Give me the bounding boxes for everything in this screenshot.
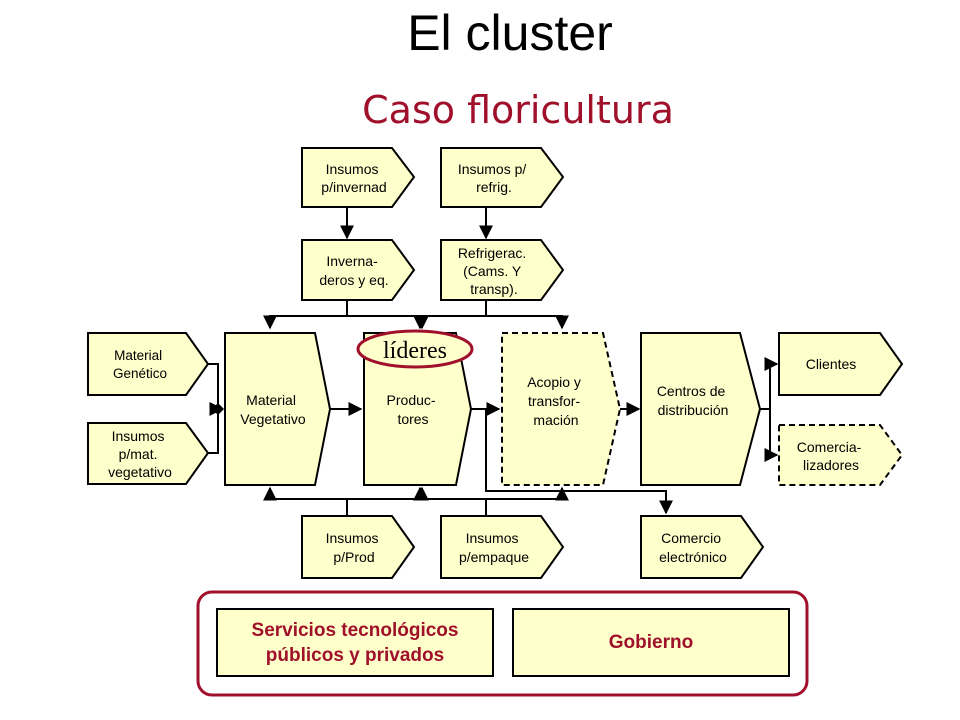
node-material-genetico xyxy=(87,332,210,396)
gobierno-label: Gobierno xyxy=(608,632,694,653)
label-acopio: Acopio y transfor- mación xyxy=(527,374,585,428)
arrow-centros-to-clientes xyxy=(760,357,779,410)
node-insumos-empaque xyxy=(440,515,565,579)
arrow-centros-to-comercializadores xyxy=(764,409,779,462)
page-subtitle: Caso floricultura xyxy=(362,88,674,132)
arrow-productores-to-comercio xyxy=(485,409,673,515)
arrow-empaque-to-productores xyxy=(415,486,487,516)
label-insumos-prod: Insumos p/Prod xyxy=(326,530,383,565)
arrow-invernaderos-to-productores xyxy=(347,315,427,330)
node-invernaderos xyxy=(301,239,416,301)
lideres-label: líderes xyxy=(383,338,447,364)
gobierno-box: Gobierno xyxy=(512,608,790,677)
connector-lines xyxy=(208,207,779,516)
merge-junction-diamond xyxy=(212,403,224,415)
arrow-insumosprod-to-matveg xyxy=(263,486,348,516)
label-insumos-empaque: Insumos p/empaque xyxy=(459,530,529,565)
node-refrigerac xyxy=(440,239,565,301)
label-insumos-invernad: Insumos p/invernad xyxy=(321,161,386,195)
page-title: El cluster xyxy=(407,5,613,61)
label-material-genetico: Material Genético xyxy=(113,348,167,381)
servicios-tecnologicos-box: Servicios tecnológicos públicos y privad… xyxy=(216,608,494,677)
node-clientes xyxy=(778,332,904,396)
label-comercializadores: Comercia- lizadores xyxy=(797,439,865,473)
label-comercio-electronico: Comercio electrónico xyxy=(659,530,727,565)
lideres-ellipse xyxy=(356,329,474,369)
node-acopio xyxy=(501,332,622,486)
label-invernaderos: Inverna- deros y eq. xyxy=(319,253,388,288)
node-comercio-electronico xyxy=(640,515,765,579)
arrow-refrigerac-to-productores xyxy=(415,300,487,330)
services-frame xyxy=(196,590,809,697)
arrow-invernaderos-to-matveg xyxy=(263,300,348,330)
node-material-vegetativo xyxy=(224,332,332,486)
servicios-line-2: públicos y privados xyxy=(265,644,445,666)
label-centros-distribucion: Centros de distribución xyxy=(657,383,729,418)
node-centros-distribucion xyxy=(640,332,762,486)
node-insumos-invernad xyxy=(301,147,416,208)
label-productores: Produc- tores xyxy=(387,392,440,427)
node-comercializadores xyxy=(778,424,904,486)
arrow-insumosprod-to-productores xyxy=(347,486,427,501)
label-clientes: Clientes xyxy=(806,356,857,372)
servicios-line-1: Servicios tecnológicos xyxy=(251,619,459,641)
line-genetico-merge xyxy=(208,363,219,409)
node-insumos-refrig xyxy=(440,147,565,208)
node-insumos-mat-vegetativo xyxy=(87,422,210,485)
label-insumos-refrig: Insumos p/ refrig. xyxy=(458,161,530,195)
label-insumos-mat-vegetativo: Insumos p/mat. vegetativo xyxy=(108,428,172,480)
node-insumos-prod xyxy=(301,515,416,579)
arrow-refrigerac-to-acopio xyxy=(486,315,569,330)
line-insumos-merge xyxy=(208,409,219,454)
arrow-empaque-to-acopio xyxy=(486,486,569,501)
label-material-vegetativo: Material Vegetativo xyxy=(240,392,306,427)
label-refrigerac: Refrigerac. (Cams. Y transp). xyxy=(458,245,530,297)
